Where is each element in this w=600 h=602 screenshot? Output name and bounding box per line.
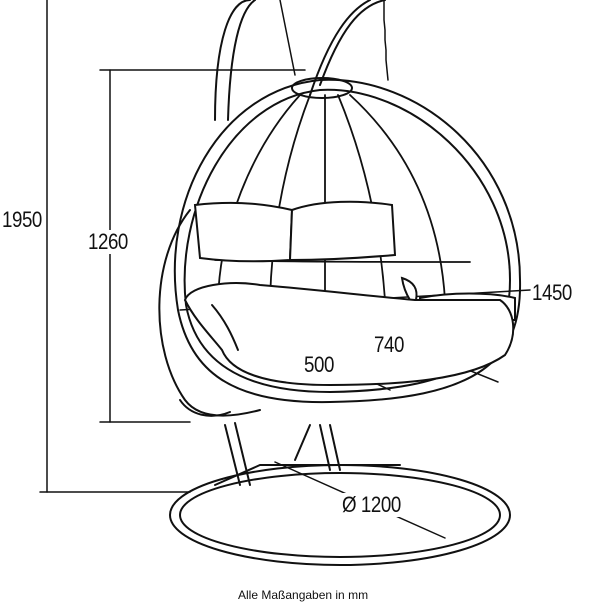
dimension-lines [39, 0, 531, 539]
seat-depth-label: 500 [304, 352, 334, 377]
seat-width-label: 740 [374, 332, 404, 357]
chair-width-label: 1450 [532, 280, 572, 305]
hanger-frame [214, 0, 386, 121]
egg-shell [158, 77, 522, 417]
base-diameter-label: Ø 1200 [342, 492, 401, 517]
cushions [183, 200, 516, 387]
units-footnote: Alle Maßangaben in mm [238, 588, 369, 602]
total-height-label: 1950 [2, 207, 42, 232]
chair-height-label: 1260 [88, 229, 128, 254]
ribs [214, 94, 471, 301]
chains [279, 0, 389, 81]
stand [169, 422, 511, 566]
